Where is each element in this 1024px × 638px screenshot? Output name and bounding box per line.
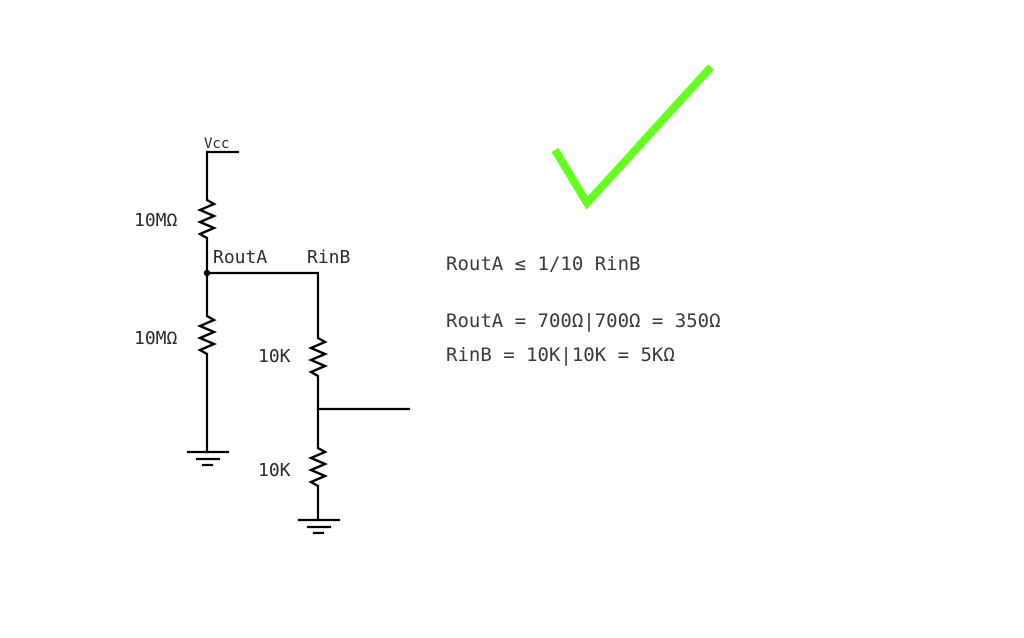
rin-b-label: RinB <box>307 247 350 268</box>
ground-b-icon <box>297 518 341 535</box>
resistor-bottom-a <box>196 314 218 356</box>
resistor-bottom-b <box>307 446 329 488</box>
vcc-rail <box>205 150 240 202</box>
wire-a-to-b <box>205 271 320 340</box>
resistor-bottom-b-label: 10K <box>258 460 291 481</box>
resistor-bottom-a-label: 10MΩ <box>134 328 178 349</box>
resistor-top-a <box>196 198 218 240</box>
rout-a-label: RoutA <box>213 247 267 268</box>
ground-a-icon <box>186 450 230 467</box>
resistor-top-b <box>307 336 329 378</box>
rout-equation: RoutA = 700Ω|700Ω = 350Ω <box>446 310 721 332</box>
rin-equation: RinB = 10K|10K = 5KΩ <box>446 344 675 366</box>
resistor-top-a-label: 10MΩ <box>134 210 178 231</box>
condition-equation: RoutA ≤ 1/10 RinB <box>446 253 640 275</box>
vcc-label: Vcc <box>204 136 229 152</box>
checkmark-icon <box>551 64 714 210</box>
resistor-top-b-label: 10K <box>258 346 291 367</box>
